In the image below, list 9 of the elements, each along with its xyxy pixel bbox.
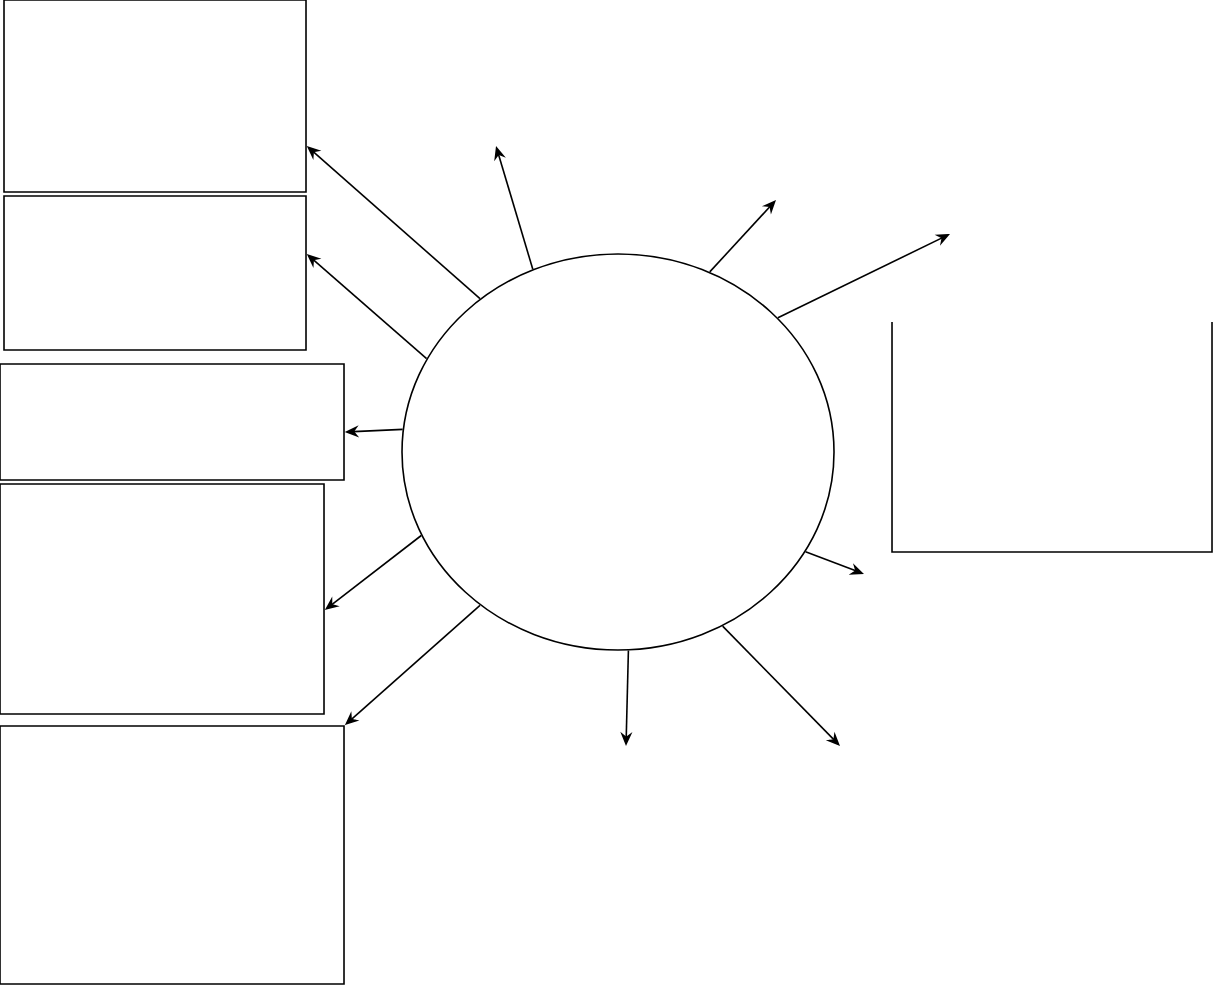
box [3, 195, 307, 351]
box [891, 321, 1213, 553]
arrow [708, 200, 776, 273]
arrow [721, 625, 840, 746]
box [3, 0, 307, 193]
box [0, 725, 345, 985]
box [0, 483, 325, 715]
box [0, 363, 345, 481]
process-ellipse [401, 253, 835, 651]
